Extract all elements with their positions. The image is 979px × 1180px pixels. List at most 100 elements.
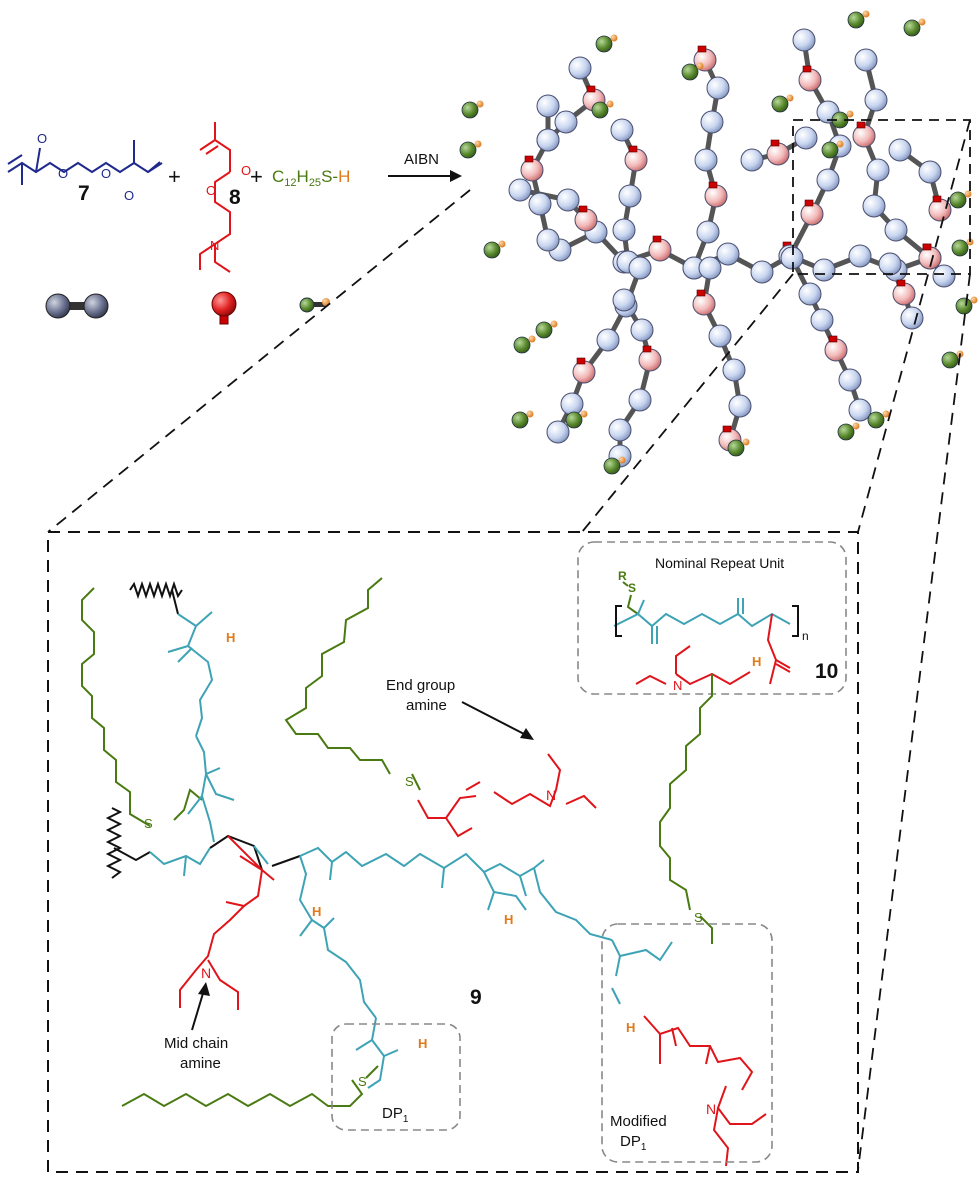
- network-crosslinker-unit: [706, 76, 730, 100]
- thiol-formula: C12H25S-H: [272, 167, 350, 189]
- mid-chain-arrowhead: [198, 982, 210, 996]
- network-thiol-end: [941, 351, 959, 369]
- inset-atom-s: S: [628, 581, 636, 595]
- network-thiol-end: [903, 19, 921, 37]
- network-crosslinker-unit: [792, 28, 816, 52]
- network-hydrogen: [786, 94, 794, 102]
- modified-dp1-line1: Modified: [610, 1113, 667, 1130]
- network-thiol-end: [771, 95, 789, 113]
- chain-continuation-wavy: [105, 580, 301, 879]
- repeat-unit-label: 10: [815, 660, 838, 683]
- network-hydrogen: [618, 456, 626, 464]
- network-thiol-end: [603, 457, 621, 475]
- amine-monomer-legend-icon: [211, 291, 237, 325]
- network-crosslinker-unit: [900, 306, 924, 330]
- network-amine-unit: [704, 184, 728, 208]
- end-group-arrow: [461, 701, 529, 737]
- network-crosslinker-unit: [612, 288, 636, 312]
- network-hydrogen: [696, 62, 704, 70]
- network-crosslinker-unit: [708, 324, 732, 348]
- network-crosslinker-unit: [798, 282, 822, 306]
- end-group-arrowhead: [520, 728, 534, 740]
- network-crosslinker-unit: [716, 242, 740, 266]
- network-crosslinker-unit: [878, 252, 902, 276]
- network-hydrogen: [580, 410, 588, 418]
- projection-lines: [47, 119, 971, 1171]
- atom-s-3: S: [694, 910, 703, 925]
- network-amine-tag: [524, 155, 534, 163]
- atom-h-4: H: [418, 1036, 427, 1051]
- inset-backbone: [613, 598, 791, 644]
- structure-detail-frame: [47, 531, 859, 1173]
- inset-amine-arm: [635, 613, 791, 686]
- network-amine-tag: [922, 243, 932, 251]
- methacrylate-segments: [149, 611, 673, 1089]
- network-thiol-end: [951, 239, 969, 257]
- network-crosslinker-unit: [740, 148, 764, 172]
- network-hydrogen: [742, 438, 750, 446]
- network-crosslinker-unit: [780, 246, 804, 270]
- network-amine-tag: [802, 65, 812, 73]
- network-amine-unit: [624, 148, 648, 172]
- network-thiol-end: [595, 35, 613, 53]
- network-crosslinker-unit: [884, 218, 908, 242]
- network-crosslinker-unit: [866, 158, 890, 182]
- network-amine-unit: [766, 142, 790, 166]
- network-hydrogen: [610, 34, 618, 42]
- network-thiol-end: [565, 411, 583, 429]
- network-amine-tag: [578, 205, 588, 213]
- atom-s-2: S: [405, 774, 414, 789]
- network-crosslinker-unit: [854, 48, 878, 72]
- network-thiol-end: [867, 411, 885, 429]
- atom-o-8b: O: [206, 183, 216, 198]
- amine-segments: [179, 753, 767, 1167]
- atom-n-mid-chain: N: [201, 965, 211, 981]
- network-crosslinker-unit: [608, 418, 632, 442]
- monomer-8-label: 8: [229, 186, 241, 209]
- network-thiol-end: [513, 336, 531, 354]
- inset-thioether: [622, 581, 639, 615]
- network-hydrogen: [476, 100, 484, 108]
- network-crosslinker-unit: [628, 256, 652, 280]
- network-hydrogen: [964, 190, 972, 198]
- monomer-7-label: 7: [78, 182, 90, 205]
- network-crosslinker-unit: [918, 160, 942, 184]
- network-crosslinker-unit: [630, 318, 654, 342]
- network-amine-tag: [856, 121, 866, 129]
- network-amine-tag: [576, 357, 586, 365]
- network-thiol-end: [459, 141, 477, 159]
- atom-n-8: N: [210, 238, 219, 253]
- network-crosslinker-unit: [848, 398, 872, 422]
- network-crosslinker-unit: [556, 188, 580, 212]
- network-amine-tag: [770, 139, 780, 147]
- network-thiol-end: [535, 321, 553, 339]
- branched-polymer-network: [459, 10, 978, 475]
- atom-h-2: H: [312, 904, 321, 919]
- network-hydrogen: [474, 140, 482, 148]
- dp1-box: [331, 1023, 461, 1131]
- plus-sign-1: +: [168, 164, 181, 189]
- atom-n-modified: N: [706, 1101, 716, 1117]
- network-crosslinker-unit: [848, 244, 872, 268]
- network-hydrogen: [970, 296, 978, 304]
- network-amine-unit: [800, 202, 824, 226]
- network-hydrogen: [528, 335, 536, 343]
- network-hydrogen: [550, 320, 558, 328]
- network-hydrogen: [862, 10, 870, 18]
- network-crosslinker-unit: [568, 56, 592, 80]
- network-crosslinker-unit: [750, 260, 774, 284]
- network-crosslinker-unit: [698, 256, 722, 280]
- monomer-7-structure: [7, 140, 163, 185]
- network-amine-tag: [586, 85, 596, 93]
- network-crosslinker-unit: [694, 148, 718, 172]
- network-amine-tag: [642, 345, 652, 353]
- atom-o-7a: O: [37, 131, 47, 146]
- dp1-label: DP1: [382, 1105, 409, 1125]
- network-amine-tag: [828, 335, 838, 343]
- atom-h-3: H: [504, 912, 513, 927]
- monomer-8-structure: [199, 122, 231, 273]
- reaction-arrow-head: [450, 170, 462, 182]
- network-crosslinker-unit: [794, 126, 818, 150]
- network-amine-unit: [798, 68, 822, 92]
- mid-chain-label-line2: amine: [180, 1055, 221, 1072]
